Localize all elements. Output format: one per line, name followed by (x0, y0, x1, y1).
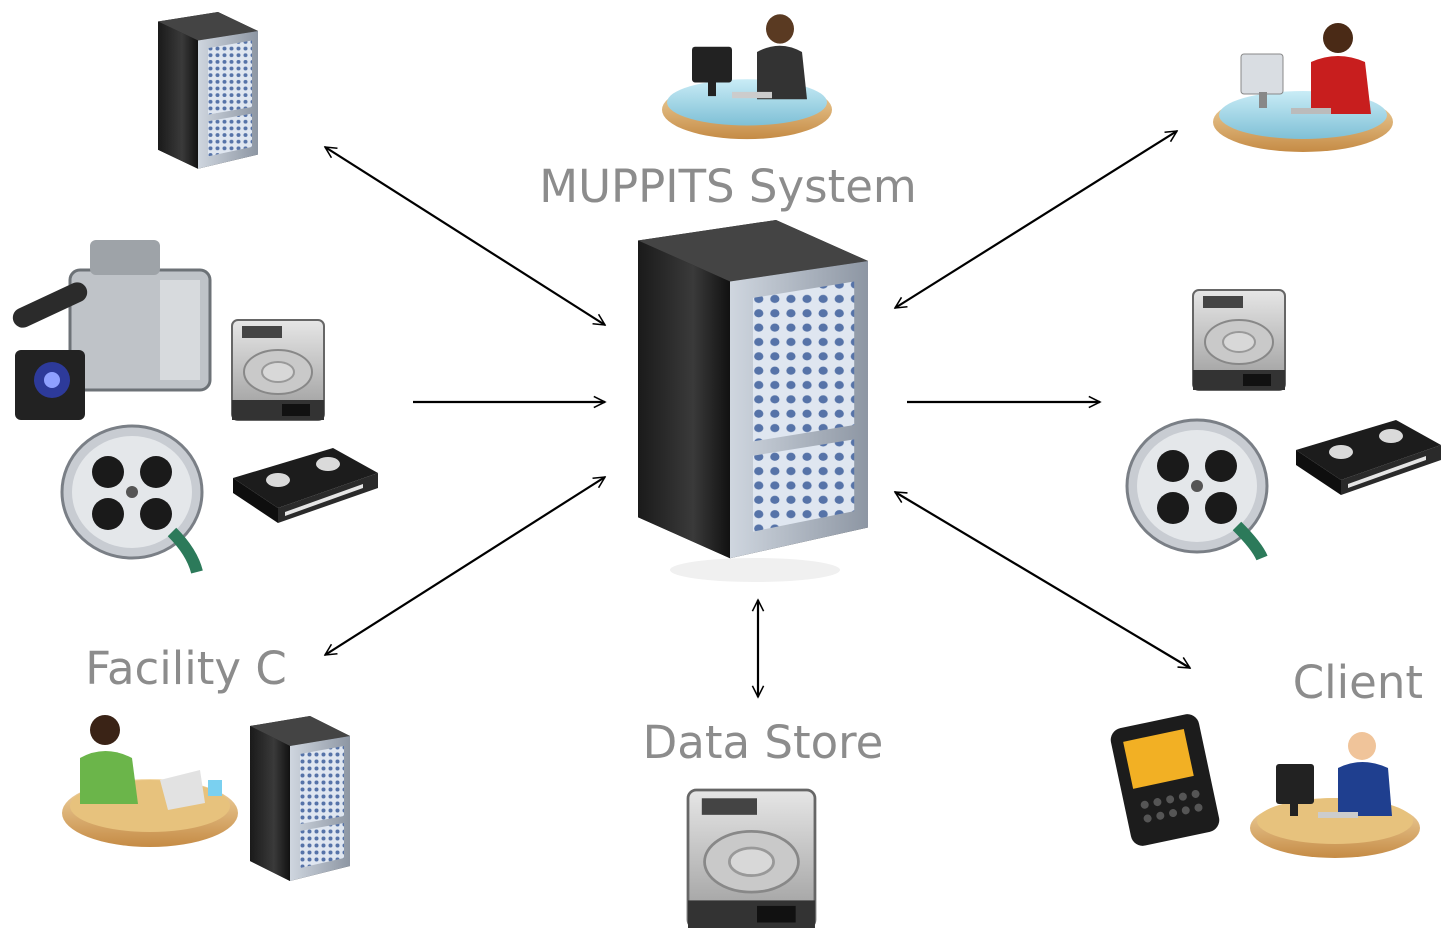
hard-drive-icon (231, 319, 325, 421)
arrow-top-left (325, 146, 605, 326)
facility-label: Facility C (85, 642, 287, 695)
hard-drive-icon (1192, 289, 1286, 391)
server-reflection (670, 558, 840, 582)
facility-server-icon (250, 716, 350, 881)
datastore-drive-icon (686, 788, 817, 928)
connection-arrows (325, 130, 1190, 697)
arrow-bottom-right (895, 491, 1190, 669)
central-server-icon (638, 220, 868, 559)
woman-at-desk-icon (1213, 23, 1393, 152)
vhs-tape-icon (233, 448, 378, 523)
film-reel-icon (1125, 418, 1269, 561)
datastore-label: Data Store (643, 716, 884, 769)
central-label: MUPPITS System (539, 160, 916, 213)
arrow-bottom-left (325, 476, 605, 656)
smartphone-icon (1110, 714, 1220, 846)
vhs-tape-icon (1296, 420, 1441, 495)
video-camera-icon (12, 240, 212, 420)
client-man-at-desk-icon (1250, 732, 1420, 858)
headset-operator-icon (62, 715, 238, 847)
arrow-top-right (895, 130, 1177, 309)
man-at-desk-icon (662, 14, 832, 140)
client-label: Client (1293, 656, 1423, 709)
film-reel-icon (60, 424, 204, 574)
remote-server-icon (158, 12, 258, 169)
